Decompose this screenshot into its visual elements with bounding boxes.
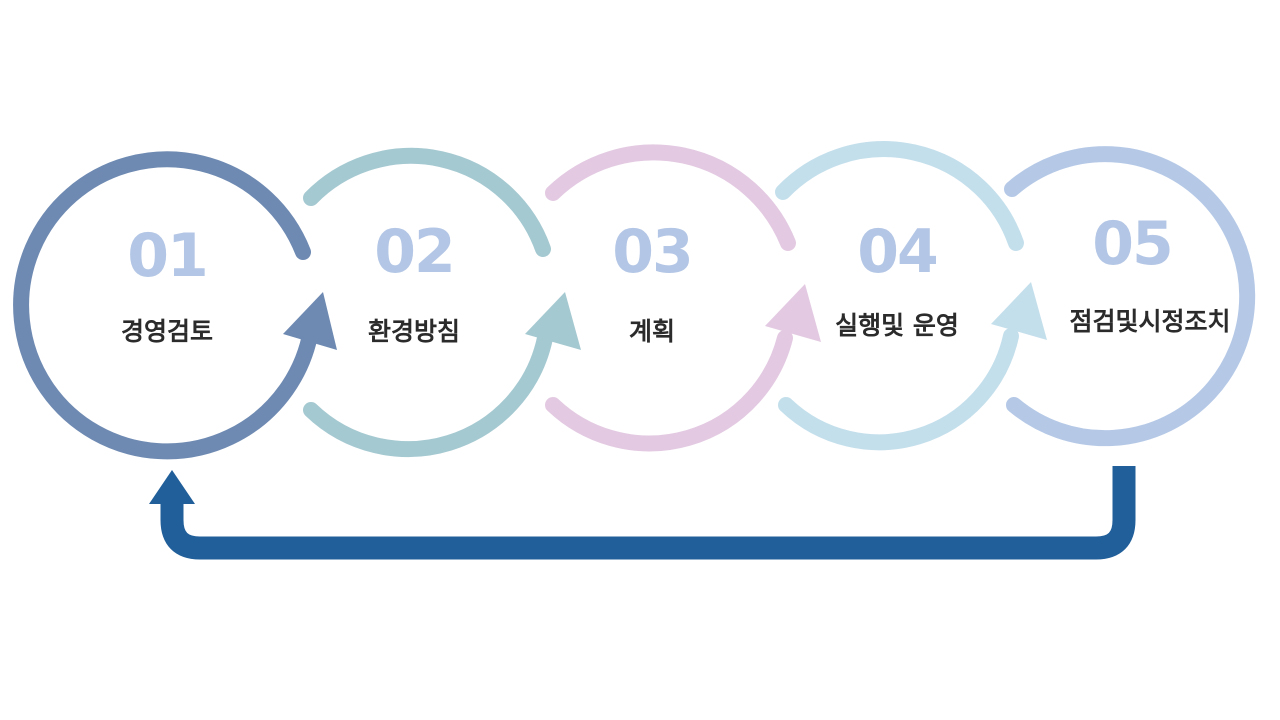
step-02: 02 환경방침	[303, 147, 581, 458]
step-03-label: 계획	[629, 317, 675, 346]
step-05: 05 점검및시정조치	[1004, 146, 1256, 447]
step-03: 03 계획	[545, 144, 821, 452]
step-01-arrowhead	[283, 292, 337, 350]
step-01-arc	[13, 151, 319, 460]
step-03-arrowhead	[765, 284, 821, 342]
step-02-arc-top	[303, 147, 551, 257]
step-01-number: 01	[127, 221, 207, 291]
step-02-arrowhead	[525, 292, 581, 350]
feedback-loop-arrowhead	[149, 470, 195, 504]
step-02-arc-bottom	[303, 330, 553, 458]
step-03-arc-bottom	[545, 330, 793, 452]
step-02-number: 02	[374, 217, 454, 287]
step-04: 04 실행및 운영	[775, 141, 1047, 451]
step-05-label: 점검및시정조치	[1069, 307, 1230, 336]
step-03-number: 03	[612, 217, 692, 287]
step-01-label: 경영검토	[121, 317, 213, 346]
feedback-loop-line	[160, 466, 1136, 560]
step-01: 01 경영검토	[13, 151, 337, 460]
step-04-arc-bottom	[778, 328, 1019, 451]
step-05-arc	[1004, 146, 1256, 447]
step-05-number: 05	[1092, 209, 1172, 279]
step-04-number: 04	[857, 217, 937, 287]
step-04-arrowhead	[991, 282, 1047, 340]
step-03-arc-top	[545, 144, 796, 251]
step-04-label: 실행및 운영	[835, 311, 959, 340]
step-04-arc-top	[775, 141, 1024, 251]
step-02-label: 환경방침	[368, 317, 460, 346]
feedback-loop-arrow	[149, 466, 1136, 560]
